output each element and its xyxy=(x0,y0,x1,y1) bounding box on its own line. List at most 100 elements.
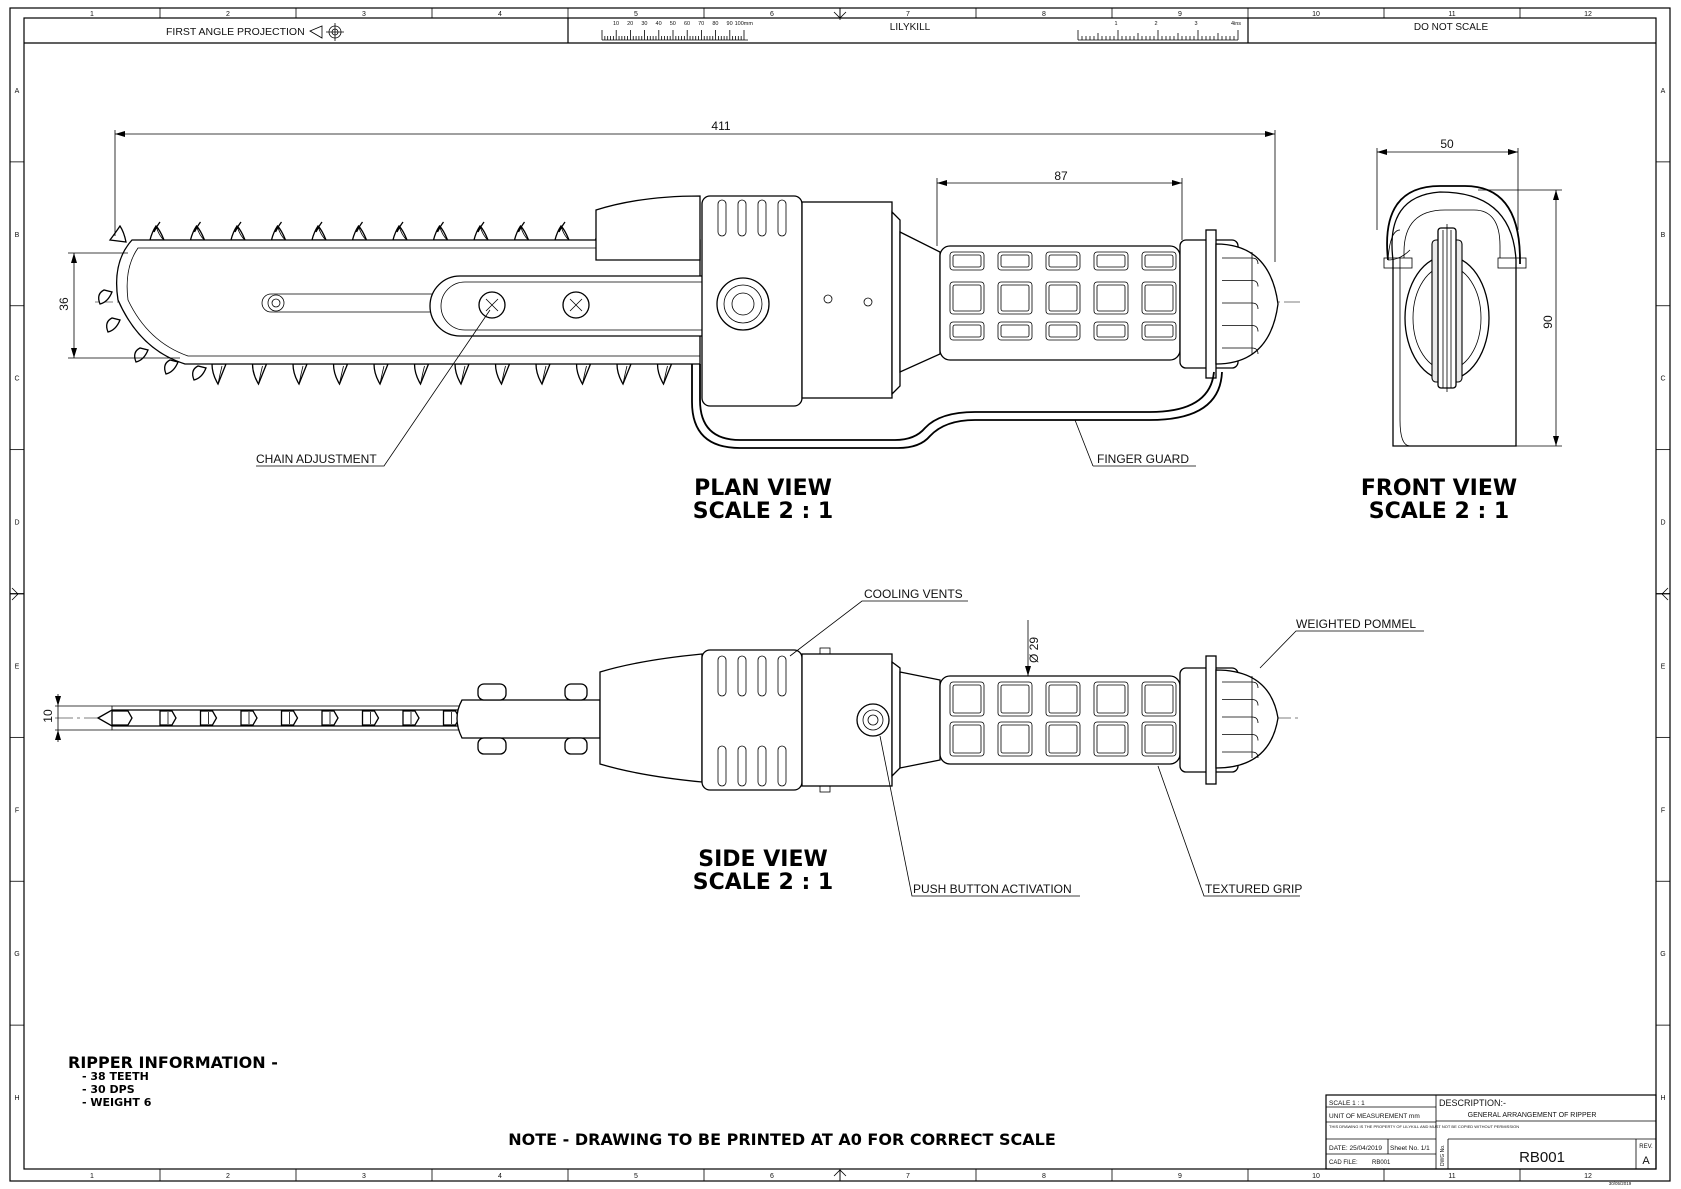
plan-view-title: PLAN VIEW xyxy=(694,476,832,501)
grip-pad xyxy=(1093,251,1129,271)
scale-tick-label: 70 xyxy=(698,21,704,27)
svg-text:TEXTURED GRIP: TEXTURED GRIP xyxy=(1205,882,1302,896)
svg-text:CHAIN ADJUSTMENT: CHAIN ADJUSTMENT xyxy=(256,452,377,466)
tooth xyxy=(164,359,179,375)
do-not-scale-label: DO NOT SCALE xyxy=(1414,22,1489,33)
tooth xyxy=(111,710,133,726)
svg-text:Ø 29: Ø 29 xyxy=(1027,637,1041,663)
zone-label: 10 xyxy=(1312,11,1320,18)
zone-label: D xyxy=(14,520,19,527)
grip-pad xyxy=(1093,281,1129,315)
scale-tick-label: 50 xyxy=(670,21,676,27)
finger-guard xyxy=(699,364,1215,441)
vent-slot xyxy=(757,655,767,697)
zone-label: G xyxy=(14,951,19,958)
zone-label: 12 xyxy=(1584,1173,1592,1180)
callout-chain-adjustment: CHAIN ADJUSTMENT xyxy=(256,309,491,467)
grip-pad xyxy=(1141,321,1177,341)
svg-text:87: 87 xyxy=(1054,169,1068,183)
dimension-overall-length: 411 xyxy=(114,119,1276,262)
zone-label: 2 xyxy=(226,1173,230,1180)
chain-teeth-top xyxy=(108,221,611,243)
grip-pad xyxy=(997,721,1033,757)
chain-adjustment-screw-icon xyxy=(478,291,506,319)
zone-label: 10 xyxy=(1312,1173,1320,1180)
grip-pad xyxy=(949,721,985,757)
scale-tick-label: 2 xyxy=(1154,21,1157,27)
svg-text:50: 50 xyxy=(1440,137,1454,151)
zone-label: 5 xyxy=(634,11,638,18)
zone-label: 9 xyxy=(1178,1173,1182,1180)
scale-tick-label: 30 xyxy=(641,21,647,27)
grip-pad xyxy=(1093,721,1129,757)
zone-label: 6 xyxy=(770,1173,774,1180)
centring-marks xyxy=(10,8,1670,1181)
zone-label: 3 xyxy=(362,11,366,18)
grip-pad xyxy=(997,681,1033,717)
vent-slot xyxy=(757,745,767,787)
zone-label: C xyxy=(1660,376,1665,383)
vent-slot xyxy=(737,655,747,697)
grip-pad xyxy=(1045,321,1081,341)
zone-label: H xyxy=(14,1095,19,1102)
grip-pad xyxy=(949,681,985,717)
dimension-grip-length: 87 xyxy=(936,169,1183,246)
print-note: NOTE - DRAWING TO BE PRINTED AT A0 FOR C… xyxy=(508,1130,1056,1149)
chain-teeth-bottom xyxy=(98,289,673,386)
grip-pad xyxy=(1045,721,1081,757)
scale-tick-label: 1 xyxy=(1114,21,1117,27)
dimension-blade-thickness: 10 xyxy=(41,694,112,742)
side-view-title: SIDE VIEW xyxy=(698,847,828,872)
svg-text:10: 10 xyxy=(41,709,55,723)
scale-tick-label: 4ins xyxy=(1231,21,1241,27)
callout-cooling-vents: COOLING VENTS xyxy=(789,587,968,657)
svg-text:DATE: 25/04/2019: DATE: 25/04/2019 xyxy=(1329,1145,1382,1152)
grip-pad xyxy=(997,281,1033,315)
tooth xyxy=(192,365,207,381)
grip-pad xyxy=(1093,321,1129,341)
grip-pad xyxy=(1093,681,1129,717)
zone-label: D xyxy=(1660,520,1665,527)
vent-slot xyxy=(737,745,747,787)
tooth xyxy=(230,221,246,241)
dim-411: 411 xyxy=(711,119,730,133)
front-view: 50 90 FRONT VIEW SCALE 2 : 1 xyxy=(1361,137,1562,524)
tooth xyxy=(351,221,368,241)
drawing-description: GENERAL ARRANGEMENT OF RIPPER xyxy=(1468,1112,1597,1119)
drawing-frame xyxy=(9,7,1671,1182)
scale-tick-label: 10 xyxy=(613,21,619,27)
zone-label: G xyxy=(1660,951,1665,958)
svg-text:Sheet No. 1/1: Sheet No. 1/1 xyxy=(1390,1145,1430,1152)
tooth xyxy=(106,317,121,333)
dimension-front-height: 90 xyxy=(1478,189,1562,447)
zone-label: 5 xyxy=(634,1173,638,1180)
tooth xyxy=(554,221,570,241)
zone-label: F xyxy=(1661,807,1665,814)
callout-textured-grip: TEXTURED GRIP xyxy=(1157,765,1302,897)
first-angle-projection-icon xyxy=(309,23,344,41)
svg-text:CAD FILE:: CAD FILE: xyxy=(1329,1160,1358,1166)
svg-text:SCALE 1 : 1: SCALE 1 : 1 xyxy=(1329,1100,1365,1107)
drawing-number: RB001 xyxy=(1519,1149,1565,1166)
zone-label: 11 xyxy=(1448,11,1455,18)
zone-label: F xyxy=(15,807,19,814)
grip-pad xyxy=(997,251,1033,271)
vent-slot xyxy=(757,199,767,237)
grip-texture xyxy=(949,251,1177,341)
zone-label: B xyxy=(15,232,20,239)
cooling-vents-top xyxy=(717,199,787,237)
zone-label: A xyxy=(15,88,20,95)
zone-label: B xyxy=(1661,232,1666,239)
svg-text:COOLING VENTS: COOLING VENTS xyxy=(864,587,963,601)
side-grip xyxy=(939,675,1181,765)
push-button-icon xyxy=(856,703,890,737)
tooth xyxy=(311,221,327,241)
tooth xyxy=(270,221,287,241)
grip-pad xyxy=(997,321,1033,341)
zone-label: 3 xyxy=(362,1173,366,1180)
dimension-bar-height: 36 xyxy=(57,252,180,359)
ripper-information: RIPPER INFORMATION - - 38 TEETH - 30 DPS… xyxy=(68,1053,278,1109)
